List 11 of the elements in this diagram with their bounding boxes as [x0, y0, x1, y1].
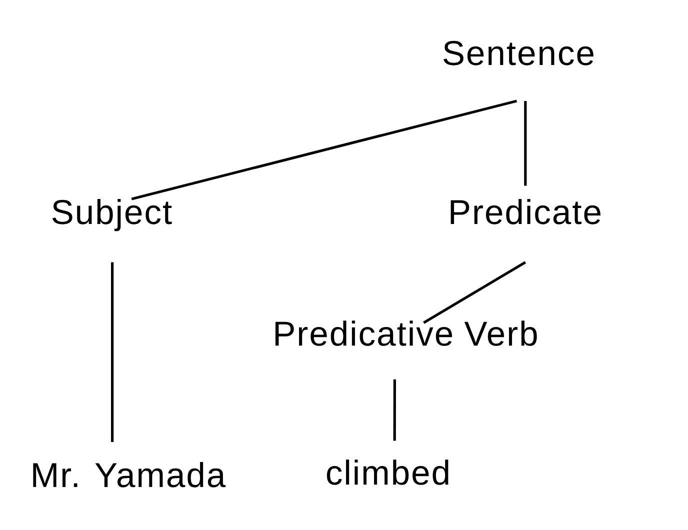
tree-label: Predicate — [450, 199, 600, 224]
connector-line — [524, 101, 527, 186]
connector-line — [423, 261, 526, 324]
connector-line — [393, 379, 396, 441]
tree-label: climbed — [326, 460, 448, 485]
tree-label: Subject — [52, 199, 172, 232]
tree-label: Sentence — [444, 40, 594, 66]
connector-line — [111, 262, 114, 442]
tree-label: Predicative Verb — [275, 320, 537, 346]
tree-label: Mr. Yamada — [33, 462, 226, 488]
connector-line — [131, 100, 518, 200]
